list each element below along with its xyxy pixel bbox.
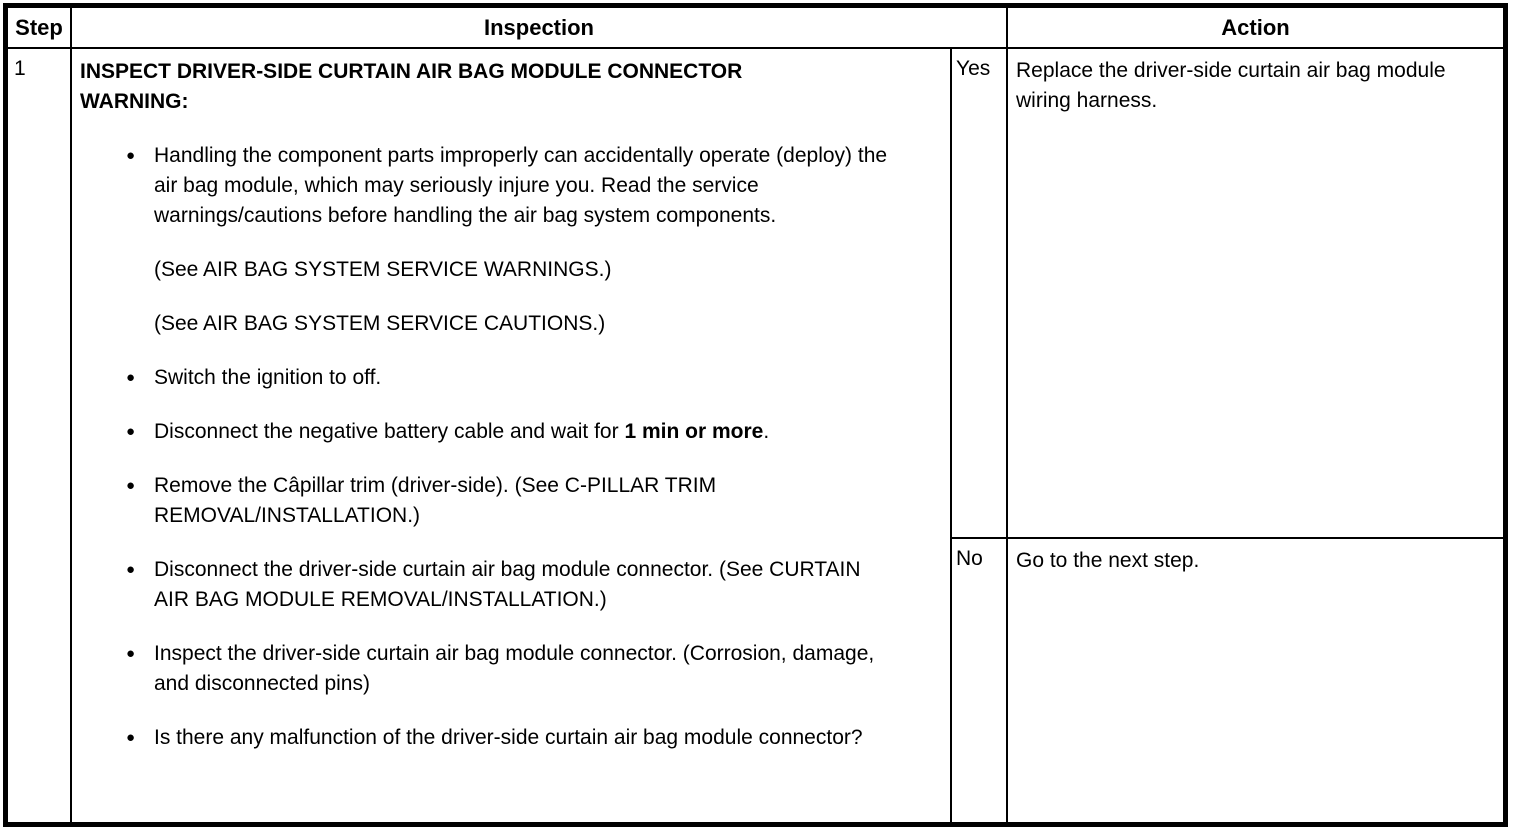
inspection-title: INSPECT DRIVER-SIDE CURTAIN AIR BAG MODU… — [80, 60, 743, 83]
step-number-cell: 1 — [8, 49, 70, 822]
bullet-item: ● Inspect the driver-side curtain air ba… — [126, 639, 940, 699]
bullet-item: ● Is there any malfunction of the driver… — [126, 723, 940, 753]
bullet-text-post: . — [763, 420, 770, 443]
step-header-label: Step — [15, 14, 63, 40]
bullet-icon: ● — [126, 423, 136, 440]
bullet-text: Inspect the driver-side curtain air bag … — [154, 642, 875, 695]
warning-label: WARNING: — [80, 90, 189, 113]
bullet-text-bold: 1 min or more — [624, 420, 764, 443]
bullet-icon: ● — [126, 561, 136, 578]
see-reference: (See AIR BAG SYSTEM SERVICE CAUTIONS.) — [154, 312, 606, 335]
bullet-icon: ● — [126, 477, 136, 494]
inspection-cell: INSPECT DRIVER-SIDE CURTAIN AIR BAG MODU… — [72, 49, 950, 822]
bullet-icon: ● — [126, 369, 136, 386]
inspection-header-label: Inspection — [483, 14, 594, 40]
inspection-action-table: Step Inspection Action 1 INSPECT DRIVER-… — [3, 3, 1508, 827]
bullet-text: Switch the ignition to off. — [154, 366, 382, 389]
yes-action-text: Replace the driver-side curtain air bag … — [1016, 59, 1446, 112]
inspection-column-header: Inspection — [72, 8, 1006, 47]
bullet-icon: ● — [126, 645, 136, 662]
yes-label-cell: Yes — [952, 49, 1006, 537]
bullet-text-pre: Disconnect the negative battery cable an… — [154, 420, 625, 443]
step-number: 1 — [14, 57, 26, 80]
step-column-header: Step — [8, 8, 70, 47]
bullet-text: Disconnect the negative battery cable an… — [154, 417, 896, 447]
action-column-header: Action — [1008, 8, 1503, 47]
no-action-text: Go to the next step. — [1016, 549, 1200, 572]
see-reference: (See AIR BAG SYSTEM SERVICE WARNINGS.) — [154, 258, 612, 281]
bullet-icon: ● — [126, 147, 136, 164]
bullet-text: Remove the Câpillar trim (driver-side). … — [154, 474, 717, 527]
bullet-item: ● Disconnect the driver-side curtain air… — [126, 555, 940, 615]
yes-action-cell: Replace the driver-side curtain air bag … — [1008, 49, 1503, 537]
action-header-label: Action — [1221, 14, 1290, 40]
warning-bullet-item: ● Handling the component parts improperl… — [126, 141, 940, 231]
bullet-icon: ● — [126, 729, 136, 746]
bullet-item: ● Switch the ignition to off. — [126, 363, 940, 393]
bullet-item: ● Remove the Câpillar trim (driver-side)… — [126, 471, 940, 531]
no-label-cell: No — [952, 539, 1006, 822]
yes-label: Yes — [956, 57, 991, 80]
bullet-text: Disconnect the driver-side curtain air b… — [154, 558, 861, 611]
warning-bullet-text: Handling the component parts improperly … — [154, 144, 888, 227]
bullet-item: ● Disconnect the negative battery cable … — [126, 417, 940, 447]
no-label: No — [956, 547, 983, 570]
bullet-text: Is there any malfunction of the driver-s… — [154, 726, 863, 749]
no-action-cell: Go to the next step. — [1008, 539, 1503, 822]
